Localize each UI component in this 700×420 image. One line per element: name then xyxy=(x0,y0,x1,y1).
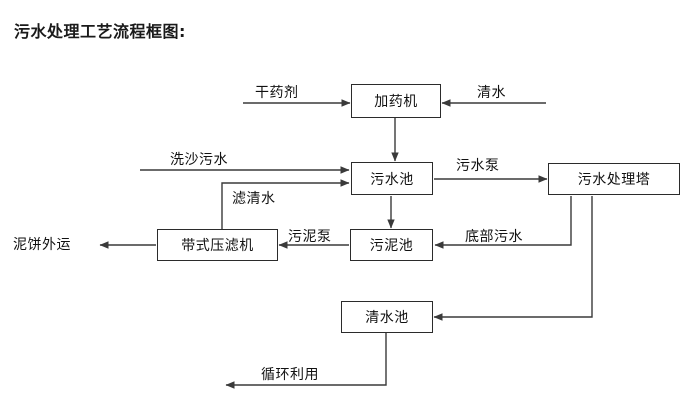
edge-treatment-tower-to-clean-water-pool xyxy=(433,196,593,321)
node-sewage-pool[interactable]: 污水池 xyxy=(351,162,433,195)
node-sludge-pool[interactable]: 污泥池 xyxy=(350,229,433,261)
edge-clean-water-pool-to-recycling-reuse xyxy=(225,333,387,389)
node-sludge-pool-label: 污泥池 xyxy=(369,238,414,254)
edge-label-sludge-pump: 污泥泵 xyxy=(288,229,332,245)
edge-label-sand-washing-sewage: 洗沙污水 xyxy=(170,152,228,168)
edge-label-filtered-clear-water: 滤清水 xyxy=(232,191,276,207)
node-belt-filter-press[interactable]: 带式压滤机 xyxy=(157,229,278,261)
external-label-mud-cake-transport: 泥饼外运 xyxy=(13,237,71,253)
page-title: 污水处理工艺流程框图: xyxy=(14,22,186,41)
node-sewage-pool-label: 污水池 xyxy=(370,171,414,188)
node-clean-water-pool-label: 清水池 xyxy=(365,310,409,326)
edge-label-sewage-pump: 污水泵 xyxy=(456,158,500,174)
edge-label-dry-chemical: 干药剂 xyxy=(255,85,299,101)
edge-filtered-clear-water-to-sewage-pool xyxy=(221,179,350,229)
edge-label-recycling-reuse: 循环利用 xyxy=(261,367,319,383)
node-sewage-treatment-tower[interactable]: 污水处理塔 xyxy=(548,163,680,195)
node-clean-water-pool[interactable]: 清水池 xyxy=(341,301,433,333)
edge-bottom-sewage-to-sludge-pool xyxy=(434,196,572,249)
edge-label-bottom-sewage: 底部污水 xyxy=(465,229,523,245)
node-dosing-machine-label: 加药机 xyxy=(374,94,418,110)
edge-label-clean-water-input: 清水 xyxy=(477,85,506,101)
node-belt-filter-press-label: 带式压滤机 xyxy=(181,238,254,254)
node-sewage-treatment-tower-label: 污水处理塔 xyxy=(577,172,651,188)
node-dosing-machine[interactable]: 加药机 xyxy=(351,84,441,118)
